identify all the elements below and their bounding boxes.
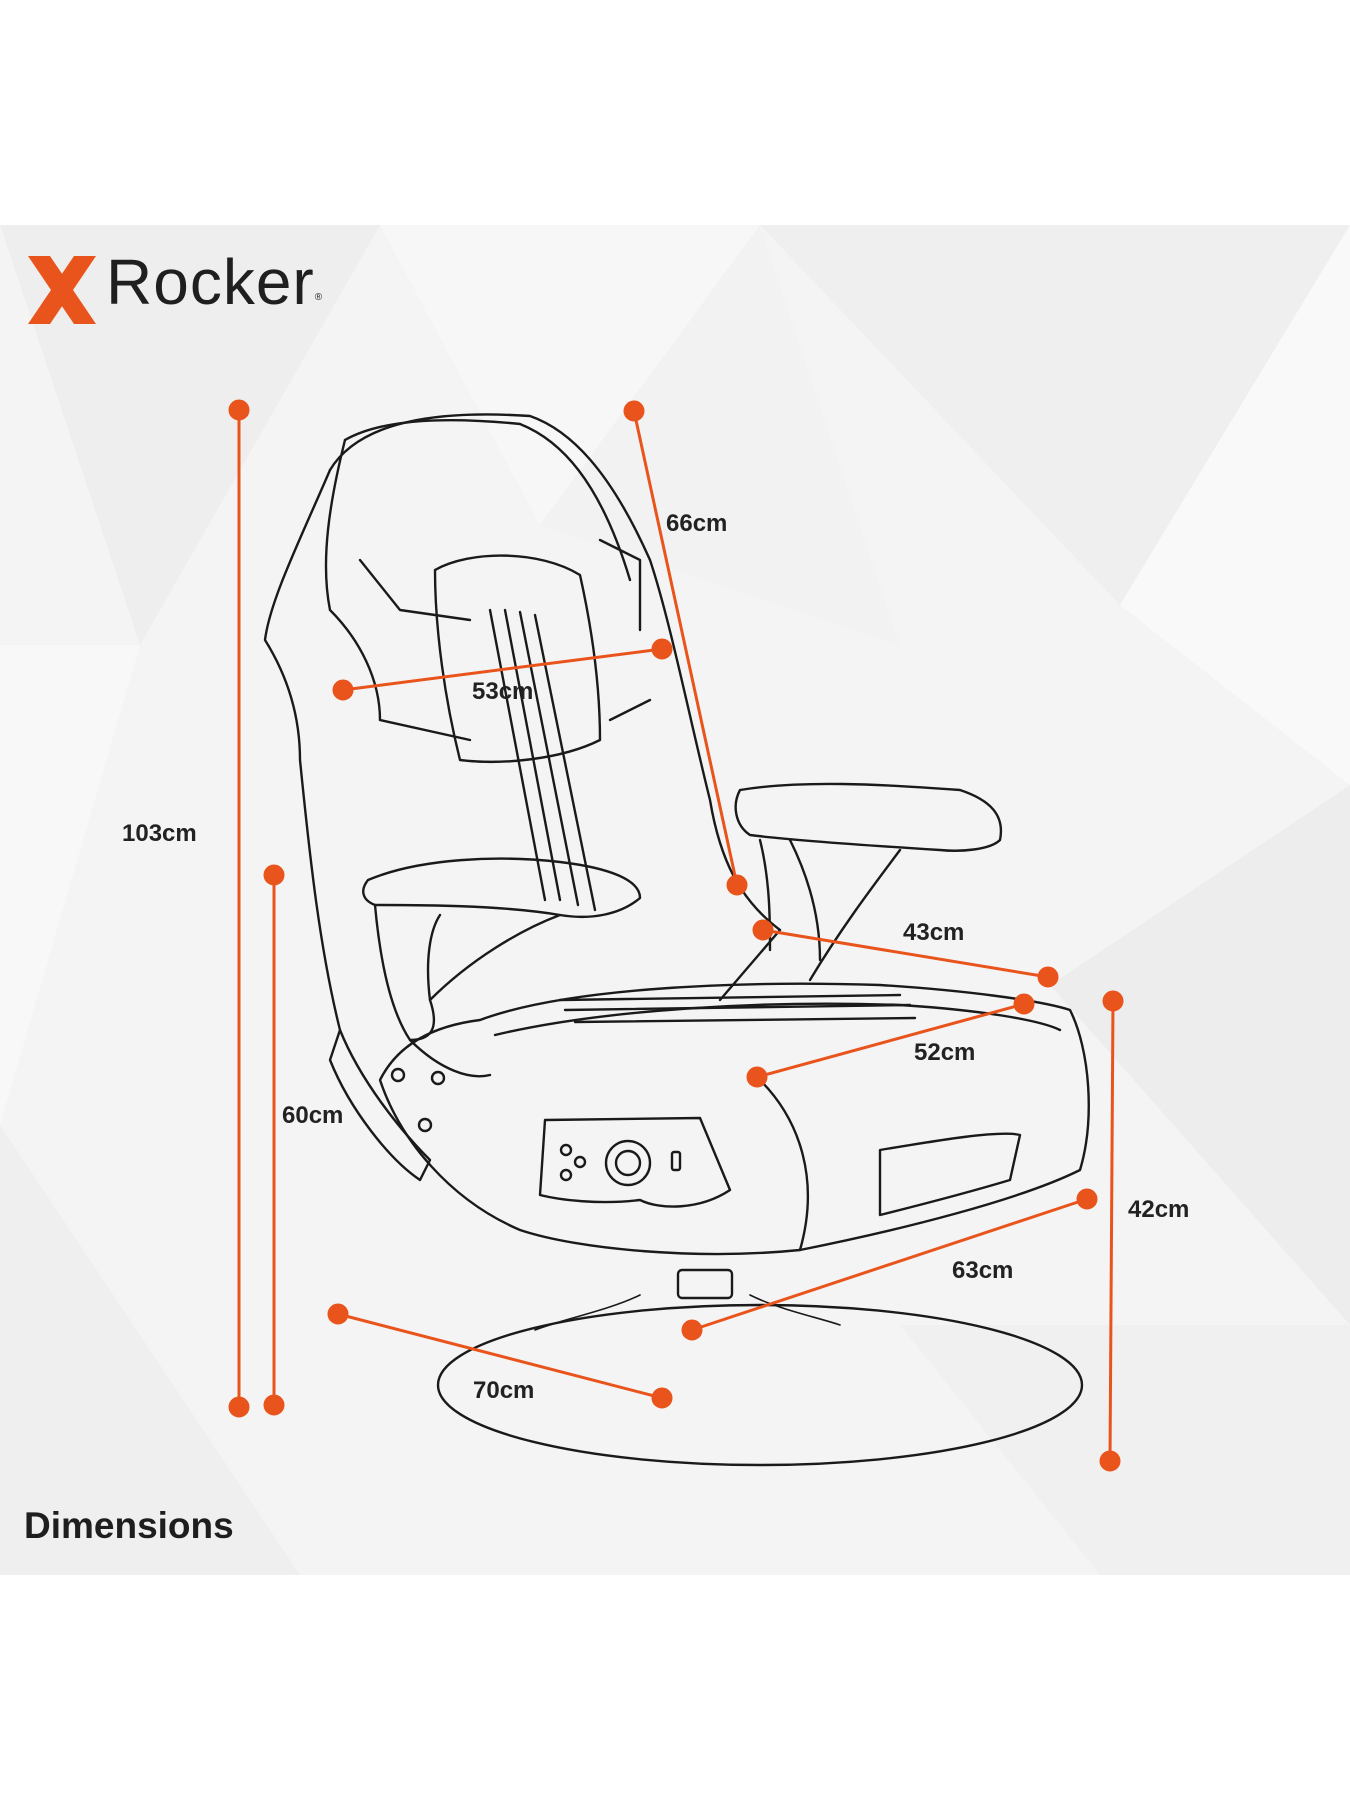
dim-point-43-left (752, 919, 774, 941)
right-armrest (734, 782, 1003, 852)
background-panel (0, 225, 1350, 1575)
label-overall-height: 103cm (122, 820, 197, 847)
dim-point-53-left (332, 679, 354, 701)
label-seat-width: 52cm (914, 1039, 976, 1066)
dim-point-63-right (1076, 1188, 1098, 1210)
pedestal (676, 1268, 734, 1300)
dim-point-66-top (623, 400, 645, 422)
brand-logo: Rocker® (24, 246, 323, 330)
dim-point-70-left (327, 1303, 349, 1325)
backrest-outline (328, 413, 782, 1002)
dim-point-42-top (1102, 990, 1124, 1012)
dim-point-52-left (746, 1066, 768, 1088)
dim-point-43-right (1037, 966, 1059, 988)
seat-cushion (378, 982, 1090, 1256)
dim-point-103-top (228, 399, 250, 421)
control-panel (538, 1116, 732, 1208)
label-back-width: 53cm (472, 678, 534, 705)
label-seat-height: 42cm (1128, 1196, 1190, 1223)
dim-point-103-bottom (228, 1396, 250, 1418)
dim-point-70-right (651, 1387, 673, 1409)
dim-point-60-bottom (263, 1394, 285, 1416)
label-base-diameter: 70cm (473, 1377, 535, 1404)
dim-point-66-bottom (726, 874, 748, 896)
dim-point-60-top (263, 864, 285, 886)
left-armrest (362, 857, 642, 918)
label-seat-depth: 43cm (903, 919, 965, 946)
dim-point-52-right (1013, 993, 1035, 1015)
label-armrest-height: 60cm (282, 1102, 344, 1129)
speaker-dial-icon (604, 1139, 652, 1187)
dimensions-caption: Dimensions (24, 1505, 234, 1546)
label-depth: 63cm (952, 1257, 1014, 1284)
faceted-background (0, 225, 1350, 1575)
dim-point-63-left (681, 1319, 703, 1341)
dim-point-42-bottom (1099, 1450, 1121, 1472)
base-disc (436, 1303, 1084, 1467)
headrest-pad (433, 554, 602, 764)
dim-point-53-right (651, 638, 673, 660)
label-back-height: 66cm (666, 510, 728, 537)
brand-wordmark: Rocker® (106, 246, 324, 318)
x-logo-icon (28, 256, 96, 324)
dimension-lines (228, 399, 1124, 1472)
